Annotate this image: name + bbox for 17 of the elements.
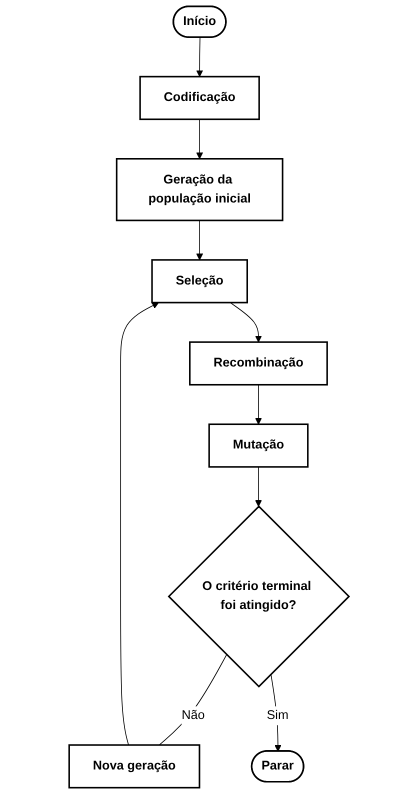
node-box: Nova geração [68, 744, 201, 788]
node-box: Mutação [208, 423, 310, 468]
node-diamond: O critério terminal foi atingido? [168, 505, 350, 688]
arrow [196, 220, 204, 260]
arrow [196, 37, 204, 77]
node-box: Recombinação [189, 341, 328, 386]
arrow [230, 302, 262, 342]
arrow [255, 466, 262, 507]
edge-label: Sim [267, 708, 289, 722]
arrow [120, 302, 160, 746]
connector [159, 654, 228, 746]
arrow [255, 384, 262, 425]
arrow [196, 118, 204, 160]
edge-label: Não [182, 708, 206, 722]
node-box: Codificação [140, 76, 260, 120]
node-box: Geração da população inicial [116, 158, 284, 222]
node-box: Seleção [152, 259, 248, 304]
